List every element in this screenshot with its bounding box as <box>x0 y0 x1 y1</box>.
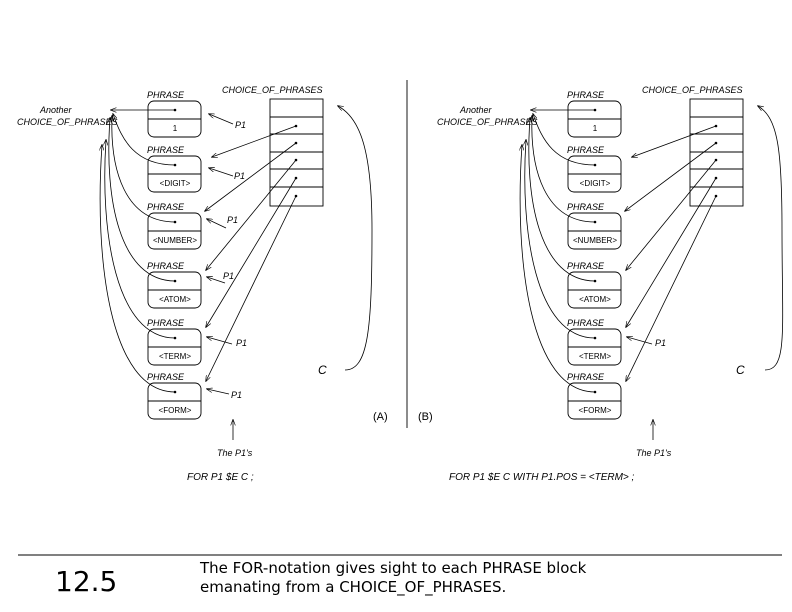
caption-line-1: The FOR-notation gives sight to each PHR… <box>199 559 587 577</box>
phrase-block-b-3: PHRASE <NUMBER> <box>567 202 622 250</box>
choice-table-a <box>269 98 324 207</box>
phrase-content: 1 <box>593 124 598 133</box>
choice-arrows-a <box>111 110 297 381</box>
c-curve-b <box>758 106 784 371</box>
p1-label-b: P1 <box>655 338 666 348</box>
panel-b: Another CHOICE_OF_PHRASES CHOICE_OF_PHRA… <box>418 85 784 483</box>
figure-number: 12.5 <box>55 565 117 598</box>
another-label-b-2: CHOICE_OF_PHRASES <box>437 117 538 127</box>
caption-line-2: emanating from a CHOICE_OF_PHRASES. <box>200 578 506 597</box>
phrase-label: PHRASE <box>147 90 185 100</box>
c-label-a: C <box>318 363 327 377</box>
phrase-label: PHRASE <box>147 372 185 382</box>
p1-arrows-a <box>207 114 234 395</box>
phrase-content: <FORM> <box>159 406 192 415</box>
panel-a: Another CHOICE_OF_PHRASES CHOICE_OF_PHRA… <box>17 85 388 483</box>
c-label-b: C <box>736 363 745 377</box>
phrase-content: <ATOM> <box>579 295 611 304</box>
the-p1s-label-b: The P1's <box>636 448 672 458</box>
phrase-block-b-5: PHRASE <TERM> <box>567 318 622 366</box>
c-curve-a <box>338 106 373 371</box>
formula-b: FOR P1 $E C WITH P1.POS = <TERM> ; <box>449 472 635 483</box>
phrase-content: <TERM> <box>579 352 611 361</box>
choice-arrows-b <box>531 110 717 381</box>
another-label-a-1: Another <box>39 105 73 115</box>
phrase-block-b-2: PHRASE <DIGIT> <box>567 145 622 193</box>
phrase-label: PHRASE <box>567 318 605 328</box>
phrase-block-a-3: PHRASE <NUMBER> <box>147 202 202 250</box>
phrase-block-a-4: PHRASE <ATOM> <box>147 261 202 309</box>
phrase-label: PHRASE <box>567 372 605 382</box>
phrase-label: PHRASE <box>567 261 605 271</box>
phrase-block-a-2: PHRASE <DIGIT> <box>147 145 202 193</box>
phrase-label: PHRASE <box>147 318 185 328</box>
the-p1s-label-a: The P1's <box>217 448 253 458</box>
choice-header-b: CHOICE_OF_PHRASES <box>642 85 743 95</box>
p1-label: P1 <box>227 215 238 225</box>
phrase-block-a-5: PHRASE <TERM> <box>147 318 202 366</box>
phrase-content: <NUMBER> <box>573 236 617 245</box>
phrase-label: PHRASE <box>567 145 605 155</box>
p1-label: P1 <box>234 171 245 181</box>
phrase-label: PHRASE <box>147 202 185 212</box>
phrase-label: PHRASE <box>147 145 185 155</box>
phrase-label: PHRASE <box>147 261 185 271</box>
phrase-content: <DIGIT> <box>160 179 191 188</box>
another-label-a-2: CHOICE_OF_PHRASES <box>17 117 118 127</box>
phrase-content: <ATOM> <box>159 295 191 304</box>
choice-table-b <box>689 98 744 207</box>
phrase-block-b-1: PHRASE 1 <box>567 90 622 138</box>
phrase-block-a-1: PHRASE 1 <box>147 90 202 138</box>
phrase-label: PHRASE <box>567 202 605 212</box>
phrase-content: <FORM> <box>579 406 612 415</box>
phrase-content: 1 <box>173 124 178 133</box>
p1-label: P1 <box>231 390 242 400</box>
p1-arrow-b <box>627 337 653 345</box>
phrase-content: <TERM> <box>159 352 191 361</box>
formula-a: FOR P1 $E C ; <box>187 472 254 483</box>
another-label-b-1: Another <box>459 105 493 115</box>
phrase-content: <NUMBER> <box>153 236 197 245</box>
p1-label: P1 <box>223 271 234 281</box>
phrase-block-b-6: PHRASE <FORM> <box>567 372 622 420</box>
phrase-content: <DIGIT> <box>580 179 611 188</box>
p1-label: P1 <box>235 120 246 130</box>
panel-label-b: (B) <box>418 411 433 423</box>
phrase-block-a-6: PHRASE <FORM> <box>147 372 202 420</box>
phrase-label: PHRASE <box>567 90 605 100</box>
panel-label-a: (A) <box>373 411 388 423</box>
p1-label: P1 <box>236 338 247 348</box>
choice-header-a: CHOICE_OF_PHRASES <box>222 85 323 95</box>
phrase-block-b-4: PHRASE <ATOM> <box>567 261 622 309</box>
